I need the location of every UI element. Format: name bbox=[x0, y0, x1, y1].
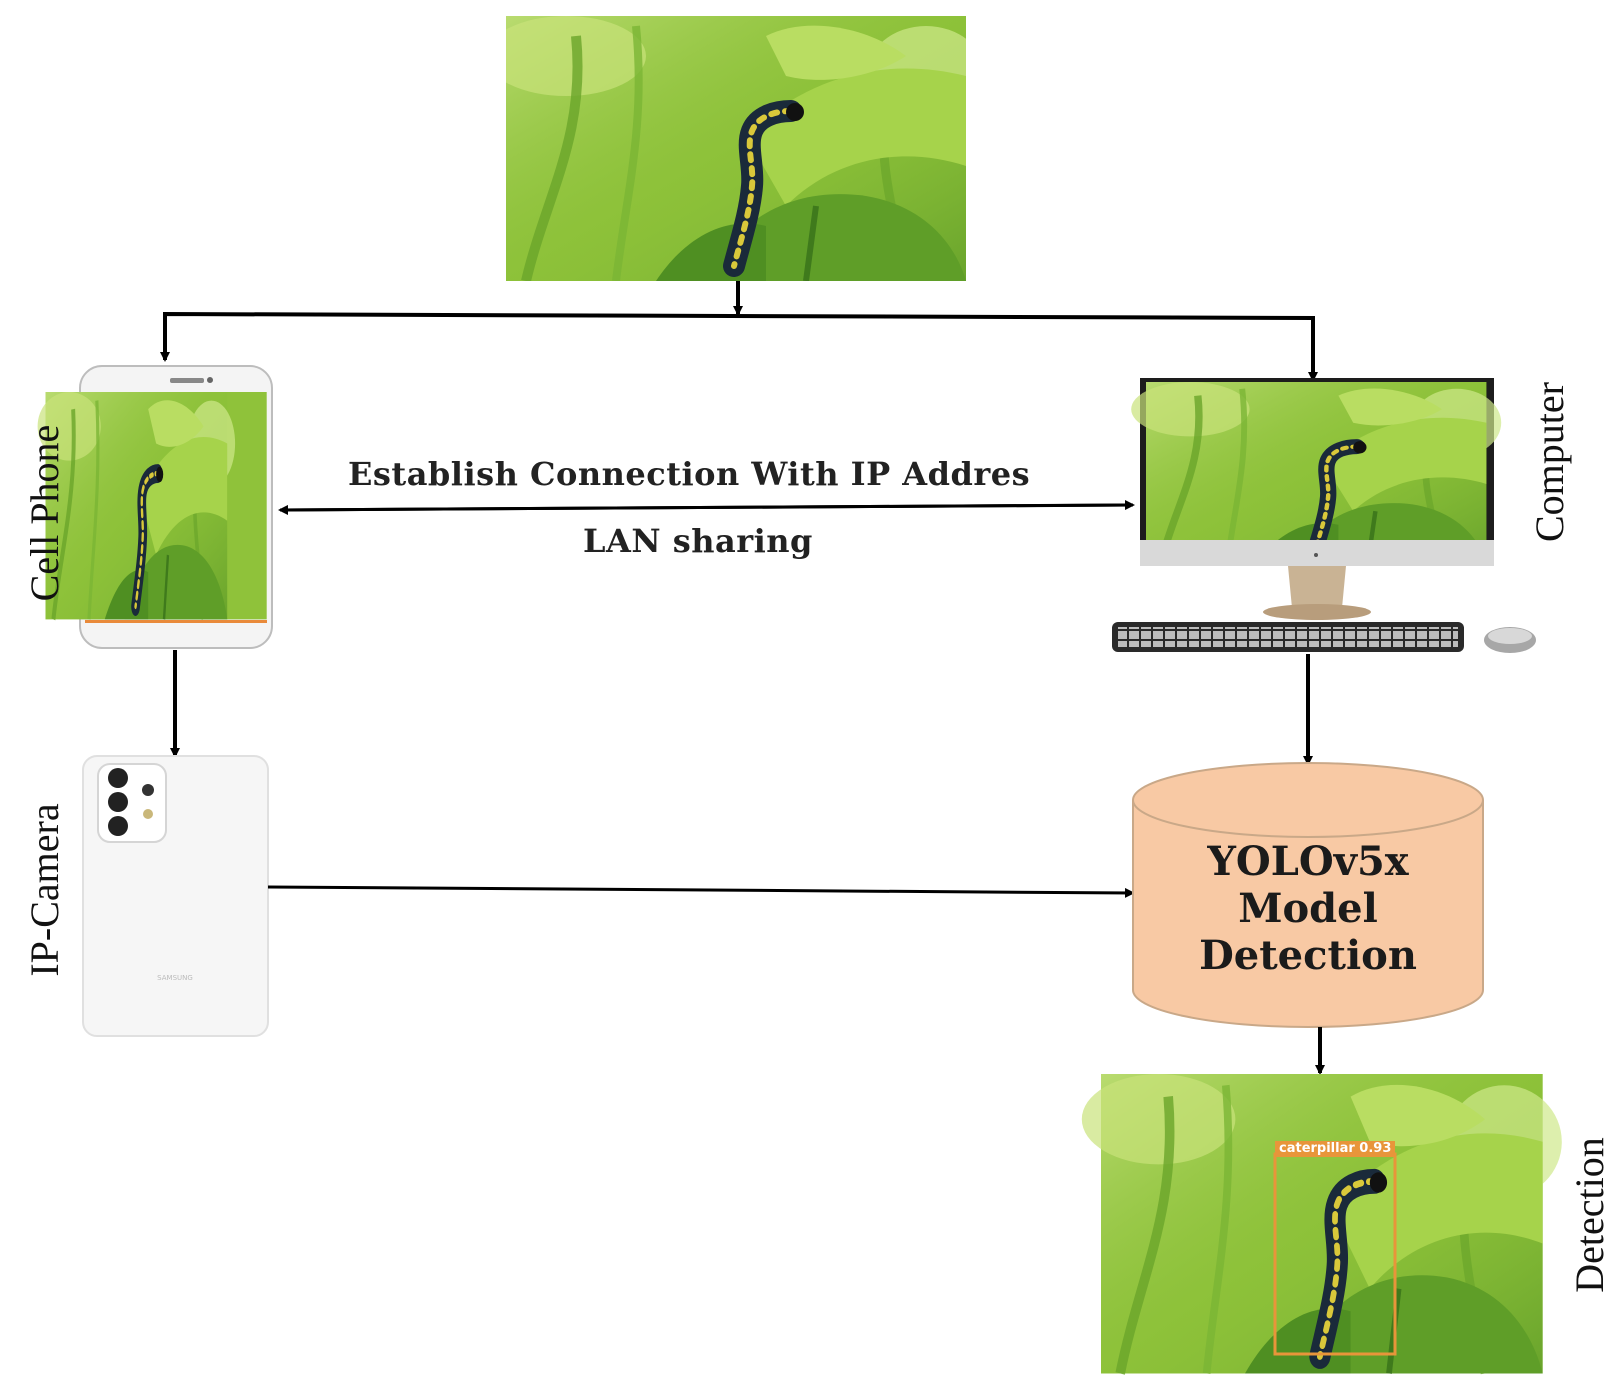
ip-camera-device: SAMSUNG bbox=[82, 755, 269, 1037]
computer-label: Computer bbox=[1527, 382, 1572, 542]
model-title-line3: Detection bbox=[1199, 932, 1417, 979]
model-cylinder bbox=[1132, 762, 1484, 1028]
split-connector bbox=[160, 281, 1318, 382]
input-photo bbox=[486, 16, 986, 281]
model-title-line2: Model bbox=[1238, 885, 1378, 932]
lan-sharing-label: LAN sharing bbox=[583, 522, 813, 560]
phone-brand: SAMSUNG bbox=[157, 974, 193, 982]
model-title-line1: YOLOv5x bbox=[1207, 838, 1409, 885]
connection-arrow bbox=[278, 500, 1135, 515]
camera-to-model-arrow bbox=[267, 885, 1135, 898]
cell-phone-device bbox=[38, 365, 273, 649]
model-title: YOLOv5x Model Detection bbox=[1133, 838, 1483, 979]
computer-device bbox=[1112, 378, 1536, 653]
detection-label: Detection bbox=[1567, 1137, 1612, 1293]
detection-tag: caterpillar 0.93 bbox=[1275, 1141, 1396, 1157]
cell-phone-label: Cell Phone bbox=[22, 424, 67, 602]
detection-photo bbox=[1082, 1074, 1562, 1373]
connection-label: Establish Connection With IP Addres bbox=[348, 455, 1031, 493]
ip-camera-label: IP-Camera bbox=[22, 803, 67, 977]
